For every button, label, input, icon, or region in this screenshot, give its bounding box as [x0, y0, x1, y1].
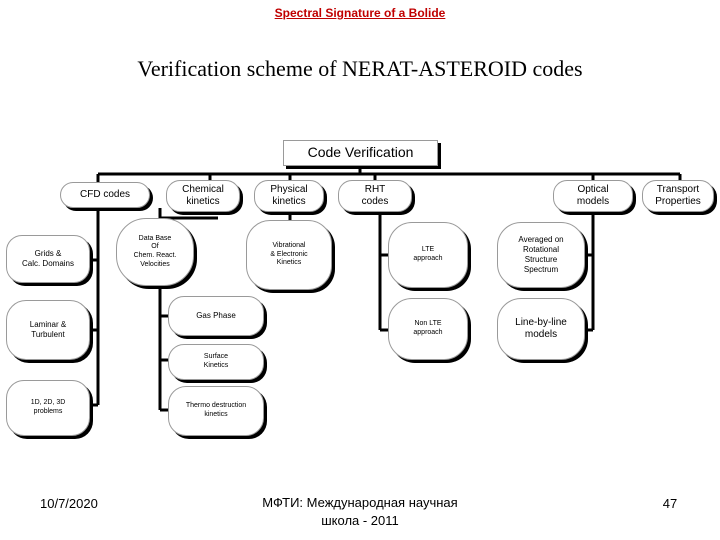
rht-codes-box: RHT codes — [338, 180, 412, 212]
code-verification-box: Code Verification — [283, 140, 438, 166]
footer-school: МФТИ: Международная научная школа - 2011 — [262, 495, 458, 528]
laminar-turbulent-box: Laminar & Turbulent — [6, 300, 90, 360]
non-lte-approach-box: Non LTE approach — [388, 298, 468, 360]
optical-models-box: Optical models — [553, 180, 633, 212]
line-by-line-models-box: Line-by-line models — [497, 298, 585, 360]
chemical-kinetics-box: Chemical kinetics — [166, 180, 240, 212]
averaged-rotational-box: Averaged on Rotational Structure Spectru… — [497, 222, 585, 288]
footer-page-number: 47 — [662, 496, 678, 511]
lte-approach-box: LTE approach — [388, 222, 468, 288]
physical-kinetics-box: Physical kinetics — [254, 180, 324, 212]
cfd-codes-box: CFD codes — [60, 182, 150, 208]
thermo-destruction-kinetics-box: Thermo destruction kinetics — [168, 386, 264, 436]
transport-properties-box: Transport Properties — [642, 180, 714, 212]
database-box: Data Base Of Chem. React. Velocities — [116, 218, 194, 286]
vibrational-electronic-kinetics-box: Vibrational & Electronic Kinetics — [246, 220, 332, 290]
grids-calc-domains-box: Grids & Calc. Domains — [6, 235, 90, 283]
gas-phase-box: Gas Phase — [168, 296, 264, 336]
slide-title: Verification scheme of NERAT-ASTEROID co… — [137, 56, 583, 81]
surface-kinetics-box: Surface Kinetics — [168, 344, 264, 380]
header-link[interactable]: Spectral Signature of a Bolide — [274, 6, 446, 20]
footer-date: 10/7/2020 — [40, 496, 98, 511]
problems-dimension-box: 1D, 2D, 3D problems — [6, 380, 90, 436]
